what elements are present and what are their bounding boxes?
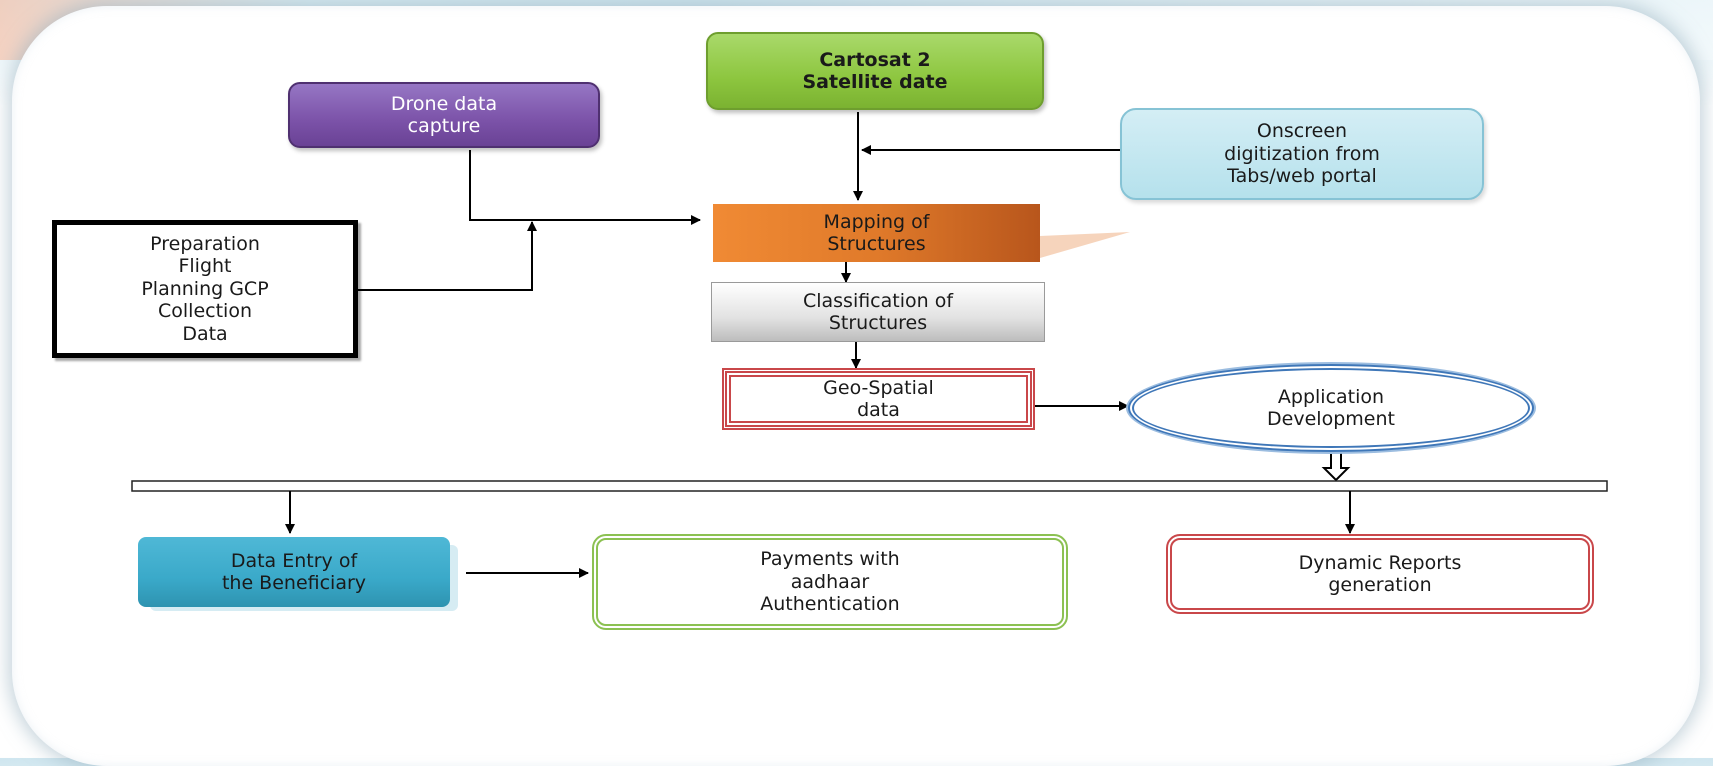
edge-preparation-mapping: [358, 221, 537, 291]
node-drone: Drone data capture: [288, 82, 600, 148]
node-preparation: Preparation Flight Planning GCP Collecti…: [52, 220, 358, 358]
node-cartosat: Cartosat 2 Satellite date: [706, 32, 1044, 110]
node-payments: Payments with aadhaar Authentication: [592, 534, 1068, 630]
node-mapping: Mapping of Structures: [713, 204, 1040, 262]
node-geospatial: Geo-Spatial data: [722, 368, 1035, 430]
node-reports: Dynamic Reports generation: [1166, 534, 1594, 614]
node-classification: Classification of Structures: [711, 282, 1045, 342]
mapping-shadow: [1040, 232, 1130, 258]
node-application: Application Development: [1128, 364, 1534, 452]
node-onscreen: Onscreen digitization from Tabs/web port…: [1120, 108, 1484, 200]
edge-application-bar: [1321, 449, 1351, 482]
distribution-bar: [131, 480, 1608, 492]
edge-drone-mapping: [469, 150, 701, 225]
node-data-entry: Data Entry of the Beneficiary: [138, 537, 450, 607]
